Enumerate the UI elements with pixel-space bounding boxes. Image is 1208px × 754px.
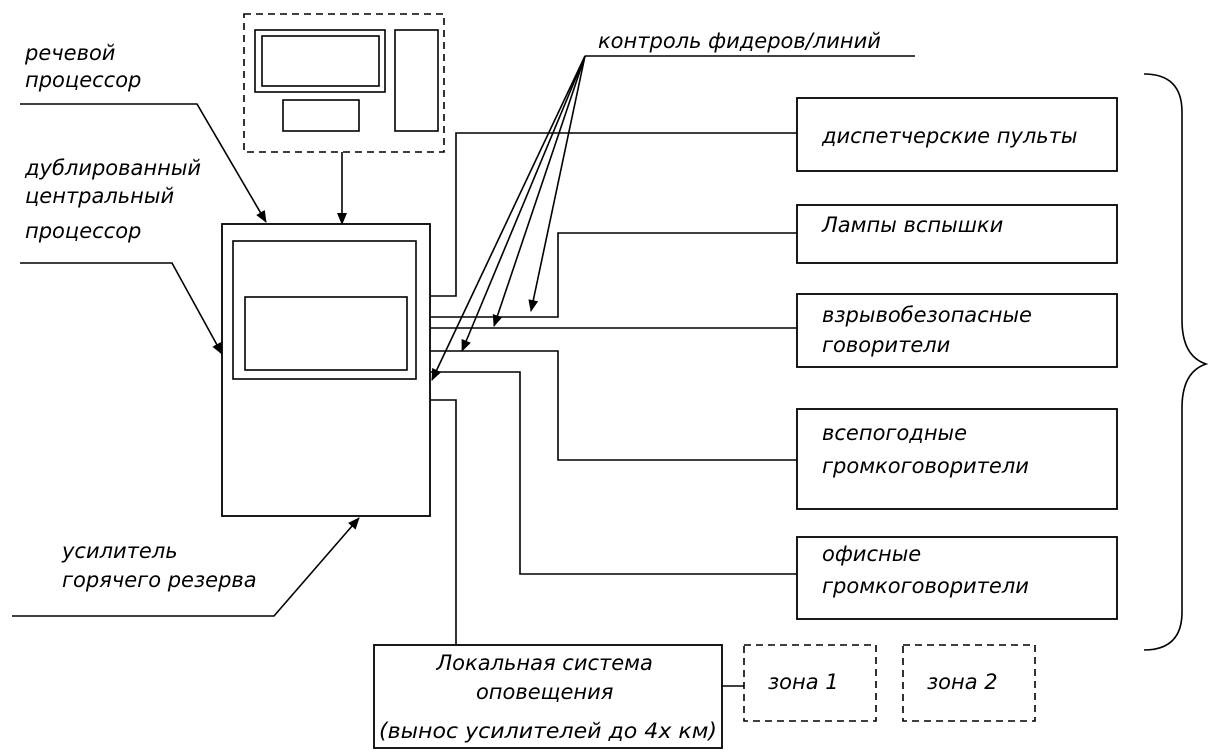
group-brace [1143, 73, 1208, 651]
central-processor-leader [20, 262, 223, 355]
line-local-system [430, 399, 457, 645]
label-local-system: Локальная система оповещения (вынос усил… [379, 651, 717, 743]
line-dispatch-consoles [430, 132, 797, 297]
line-office [430, 371, 797, 575]
feeder-arrow-3 [461, 55, 586, 352]
label-flash-lamps: Лампы вспышки [821, 213, 1003, 237]
label-zone-2: зона 2 [927, 670, 998, 694]
label-dispatch-consoles: диспетчерские пульты [821, 124, 1078, 148]
box-explosion-proof [796, 293, 1118, 368]
label-zone-1: зона 1 [768, 670, 839, 694]
label-weatherproof-speakers: всепогодные громкоговорители [822, 421, 1029, 478]
feeder-arrow-4 [431, 55, 586, 381]
label-central-processor: дублированный центральный процессор [24, 156, 208, 243]
box-dispatch-consoles [796, 97, 1118, 172]
box-zone-2 [902, 644, 1036, 722]
box-weatherproof [796, 408, 1118, 510]
box-office [796, 536, 1118, 620]
line-flash-lamps [430, 232, 797, 318]
feeder-arrow-2 [492, 55, 586, 327]
workstation-unit [243, 13, 445, 153]
box-flash-lamps [796, 204, 1118, 264]
label-speech-processor: речевой процессор [24, 41, 141, 92]
label-feeder-control: контроль фидеров/линий [598, 29, 881, 53]
line-weatherproof [430, 350, 797, 461]
box-local-system [373, 644, 723, 749]
label-hot-standby-amp: усилитель горячего резерва [61, 539, 257, 592]
speech-processor-leader [20, 103, 267, 223]
hot-standby-leader [12, 517, 360, 617]
box-zone-1 [743, 644, 877, 722]
label-explosion-proof-speakers: взрывобезопасные говорители [822, 303, 1039, 357]
central-cabinet [221, 223, 431, 517]
feeder-arrow-1 [528, 55, 586, 312]
label-office-speakers: офисные громкоговорители [822, 542, 1029, 598]
